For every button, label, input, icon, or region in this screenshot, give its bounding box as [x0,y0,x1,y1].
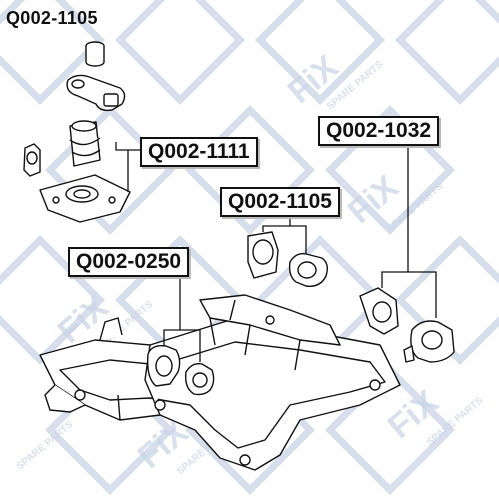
mount-1105 [247,231,329,287]
subframe-crossmember [39,294,401,471]
part-label-1032: Q002-1032 [318,116,440,146]
mount-1032 [359,287,455,363]
top-mount-parts [66,41,126,112]
leader-lines [115,142,437,362]
part-label-1111: Q002-1111 [140,137,258,167]
part-label-1105: Q002-1105 [220,187,340,217]
bushing-0250 [146,344,215,396]
engine-mount-1111 [23,120,131,223]
part-label-0250: Q002-0250 [68,247,190,277]
page-title: Q002-1105 [6,8,98,28]
